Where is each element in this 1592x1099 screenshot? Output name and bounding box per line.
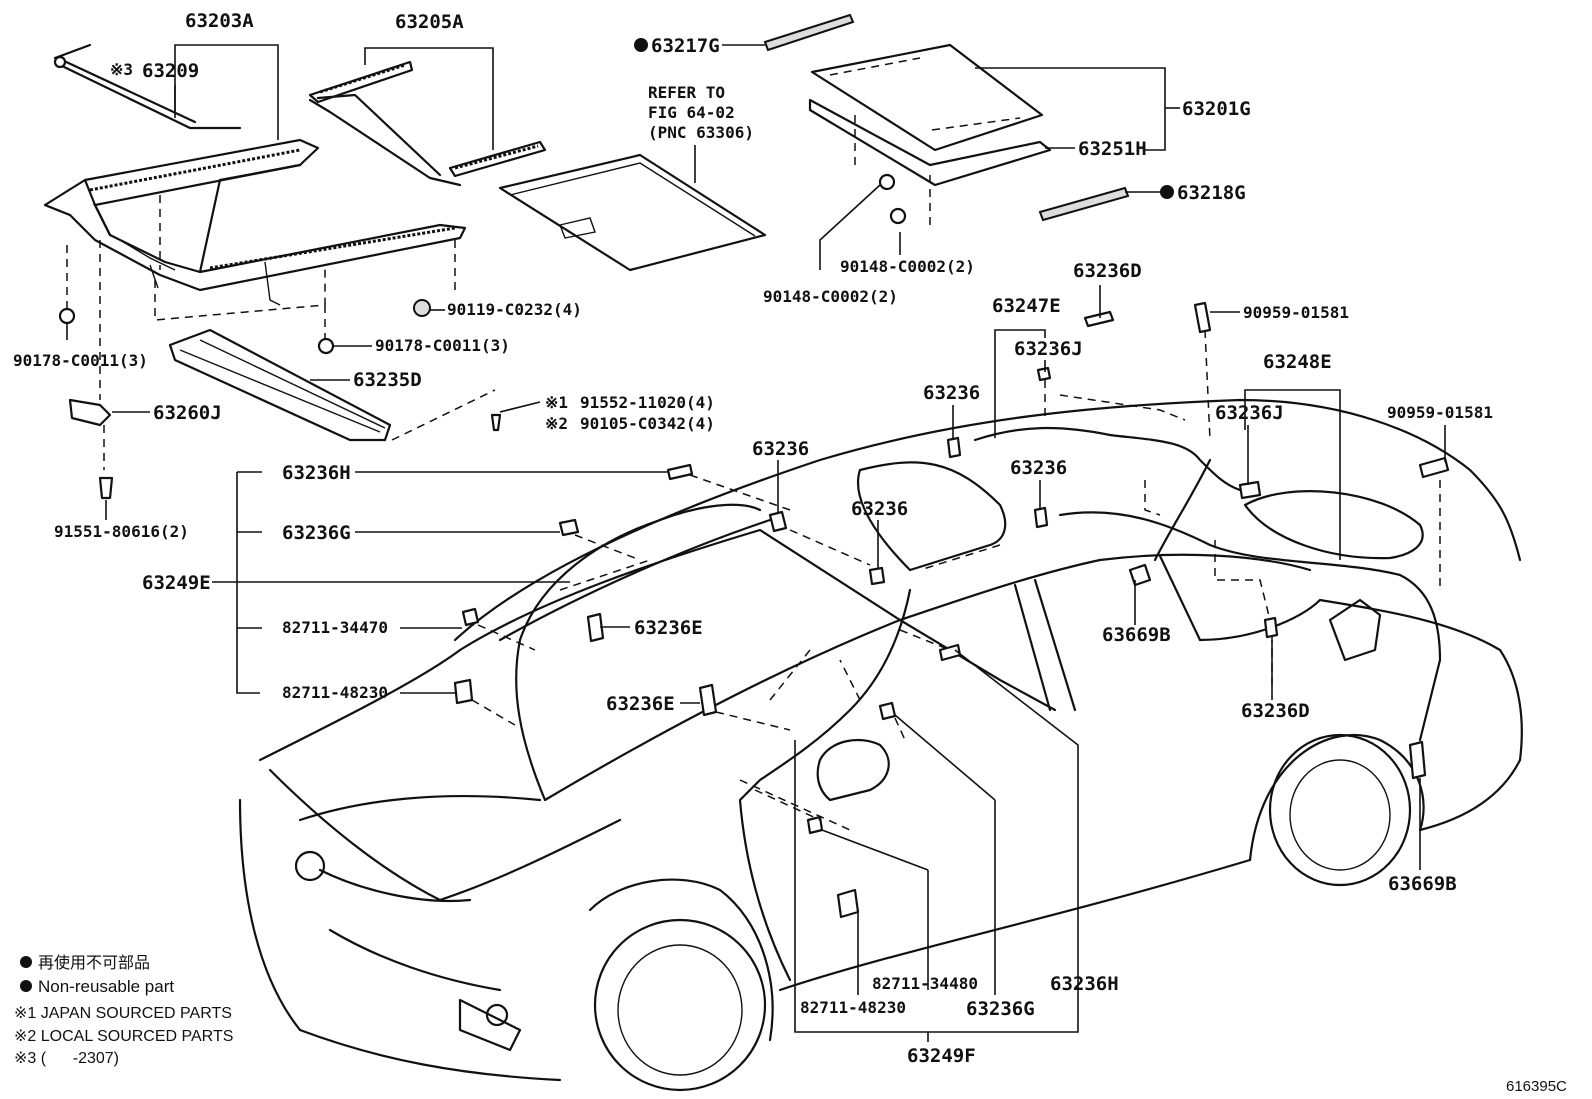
sunroof-glass-63201G — [808, 43, 1052, 230]
label-63203A: 63203A — [185, 10, 254, 32]
leader-lines — [66, 44, 1446, 1042]
label-63217G: 63217G — [651, 35, 720, 57]
part-labels: 63203A 63205A 63217G ※3 63209 REFER TO F… — [13, 10, 1493, 1067]
non-reusable-dot-icon — [1160, 185, 1174, 199]
label-63201G: 63201G — [1182, 98, 1251, 120]
label-63236J-b: 63236J — [1215, 402, 1284, 424]
drain-tube-63209 — [53, 43, 242, 130]
label-63236H-left: 63236H — [282, 462, 351, 484]
label-90178-a: 90178-C0011(3) — [13, 351, 148, 370]
car-body-outline — [238, 398, 1523, 1092]
label-63218G: 63218G — [1177, 182, 1246, 204]
label-63205A: 63205A — [395, 11, 464, 33]
label-63236-b: 63236 — [752, 438, 809, 460]
label-91552: 91552-11020(4) — [580, 393, 715, 412]
label-refer-1: REFER TO — [648, 83, 725, 102]
label-90148-a: 90148-C0002(2) — [840, 257, 975, 276]
label-63236G-left: 63236G — [282, 522, 351, 544]
label-63236G-bot: 63236G — [966, 998, 1035, 1020]
label-63236-c: 63236 — [1010, 457, 1067, 479]
label-63236-d: 63236 — [851, 498, 908, 520]
attachment-dashes — [471, 329, 1441, 831]
legend-line-1: 再使用不可部品 — [38, 954, 150, 972]
label-63236J-a: 63236J — [1014, 338, 1083, 360]
label-63669B-a: 63669B — [1102, 624, 1171, 646]
label-63209-mark: ※3 — [110, 60, 133, 79]
label-63235D: 63235D — [353, 369, 422, 391]
bracket-63235D — [168, 328, 392, 442]
label-63236H-bot: 63236H — [1050, 973, 1119, 995]
label-63236D-bot: 63236D — [1241, 700, 1310, 722]
label-63249E: 63249E — [142, 572, 211, 594]
label-63209: 63209 — [142, 60, 199, 82]
label-63669B-b: 63669B — [1388, 873, 1457, 895]
legend-line-3: ※1 JAPAN SOURCED PARTS — [14, 1005, 232, 1022]
wire-harness — [515, 426, 1442, 982]
legend-line-2: Non-reusable part — [38, 977, 174, 996]
label-refer-3: (PNC 63306) — [648, 123, 754, 142]
label-90119: 90119-C0232(4) — [447, 300, 582, 319]
label-63236D-top: 63236D — [1073, 260, 1142, 282]
sunroof-housing-63203A — [43, 138, 467, 321]
label-91551: 91551-80616(2) — [54, 522, 189, 541]
sunshade-panel — [498, 153, 767, 272]
label-63247E: 63247E — [992, 295, 1061, 317]
label-90148-b: 90148-C0002(2) — [763, 287, 898, 306]
label-63236E-a: 63236E — [634, 617, 703, 639]
label-63248E: 63248E — [1263, 351, 1332, 373]
legend-line-4: ※2 LOCAL SOURCED PARTS — [14, 1028, 233, 1045]
label-82711-34480: 82711-34480 — [872, 974, 978, 993]
figure-id: 616395C — [1506, 1078, 1567, 1095]
label-82711-34470-left: 82711-34470 — [282, 618, 388, 637]
weatherstrip-63217G — [763, 13, 855, 52]
sunroof-rails-63205A — [308, 60, 547, 187]
label-90105: 90105-C0342(4) — [580, 414, 715, 433]
non-reusable-dot-icon — [634, 38, 648, 52]
legend: 再使用不可部品 Non-reusable part ※1 JAPAN SOURC… — [14, 954, 233, 1067]
label-refer-2: FIG 64-02 — [648, 103, 735, 122]
label-90105-mark: ※2 — [545, 414, 568, 433]
label-90959-b: 90959-01581 — [1387, 403, 1493, 422]
label-82711-48230-bot: 82711-48230 — [800, 998, 906, 1017]
legend-line-5: ※3 ( -2307) — [14, 1050, 119, 1067]
label-63260J: 63260J — [153, 402, 222, 424]
label-91552-mark: ※1 — [545, 393, 568, 412]
non-reusable-dot-icon — [20, 956, 32, 968]
label-63251H: 63251H — [1078, 138, 1147, 160]
label-63236E-b: 63236E — [606, 693, 675, 715]
non-reusable-dot-icon — [20, 980, 32, 992]
label-90959-a: 90959-01581 — [1243, 303, 1349, 322]
label-82711-48230-left: 82711-48230 — [282, 683, 388, 702]
label-90178-b: 90178-C0011(3) — [375, 336, 510, 355]
fasteners — [58, 173, 907, 500]
label-63249F: 63249F — [907, 1045, 976, 1067]
weatherstrip-63218G — [1038, 186, 1130, 222]
label-63236-a: 63236 — [923, 382, 980, 404]
